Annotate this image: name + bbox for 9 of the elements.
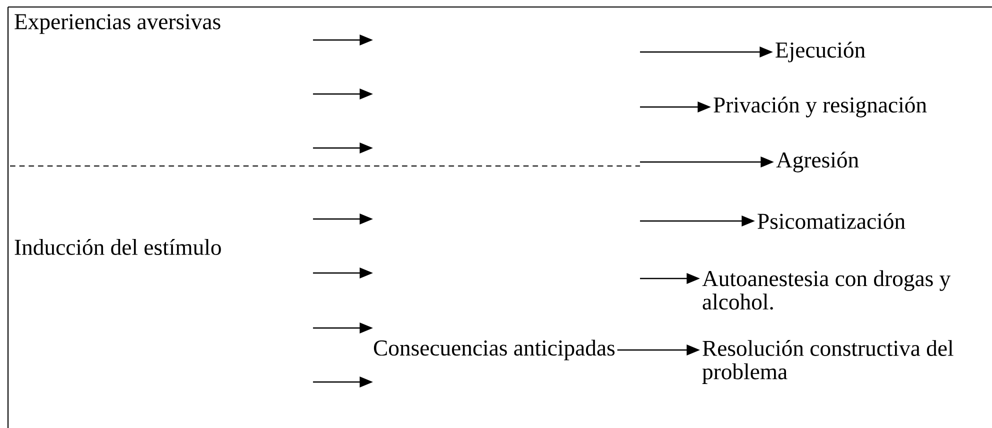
outcome-text: Resolución constructiva del problema: [702, 340, 954, 384]
outcome-text: Ejecución: [776, 42, 866, 62]
stage-text: Inducción del estímulo: [14, 239, 221, 255]
outcome-text: Autoanestesia con drogas y alcohol.: [702, 270, 951, 310]
outcome-text: Agresión: [776, 152, 859, 172]
outcome-text: Privación y resignación: [714, 96, 927, 118]
stage-text: Consecuencias anticipadas: [374, 340, 615, 360]
stage-text: Experiencias aversivas: [14, 14, 220, 34]
outcome-text: Psicomatización: [758, 213, 906, 229]
